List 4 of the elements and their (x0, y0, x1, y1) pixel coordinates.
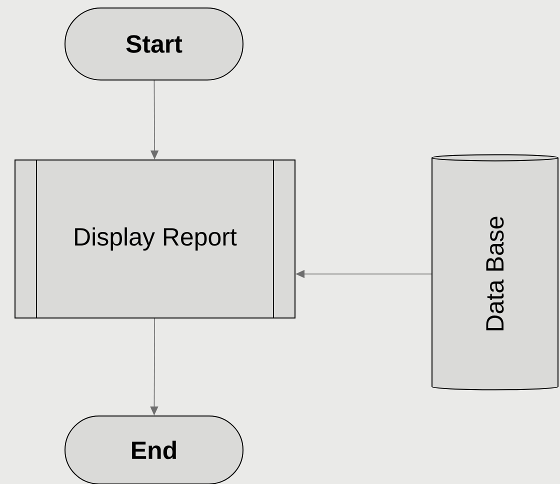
terminal-box: Start (64, 8, 244, 80)
database-cylinder: Data Base (432, 154, 558, 390)
terminal-box: End (64, 415, 244, 484)
process-box: Display Report (14, 159, 296, 319)
